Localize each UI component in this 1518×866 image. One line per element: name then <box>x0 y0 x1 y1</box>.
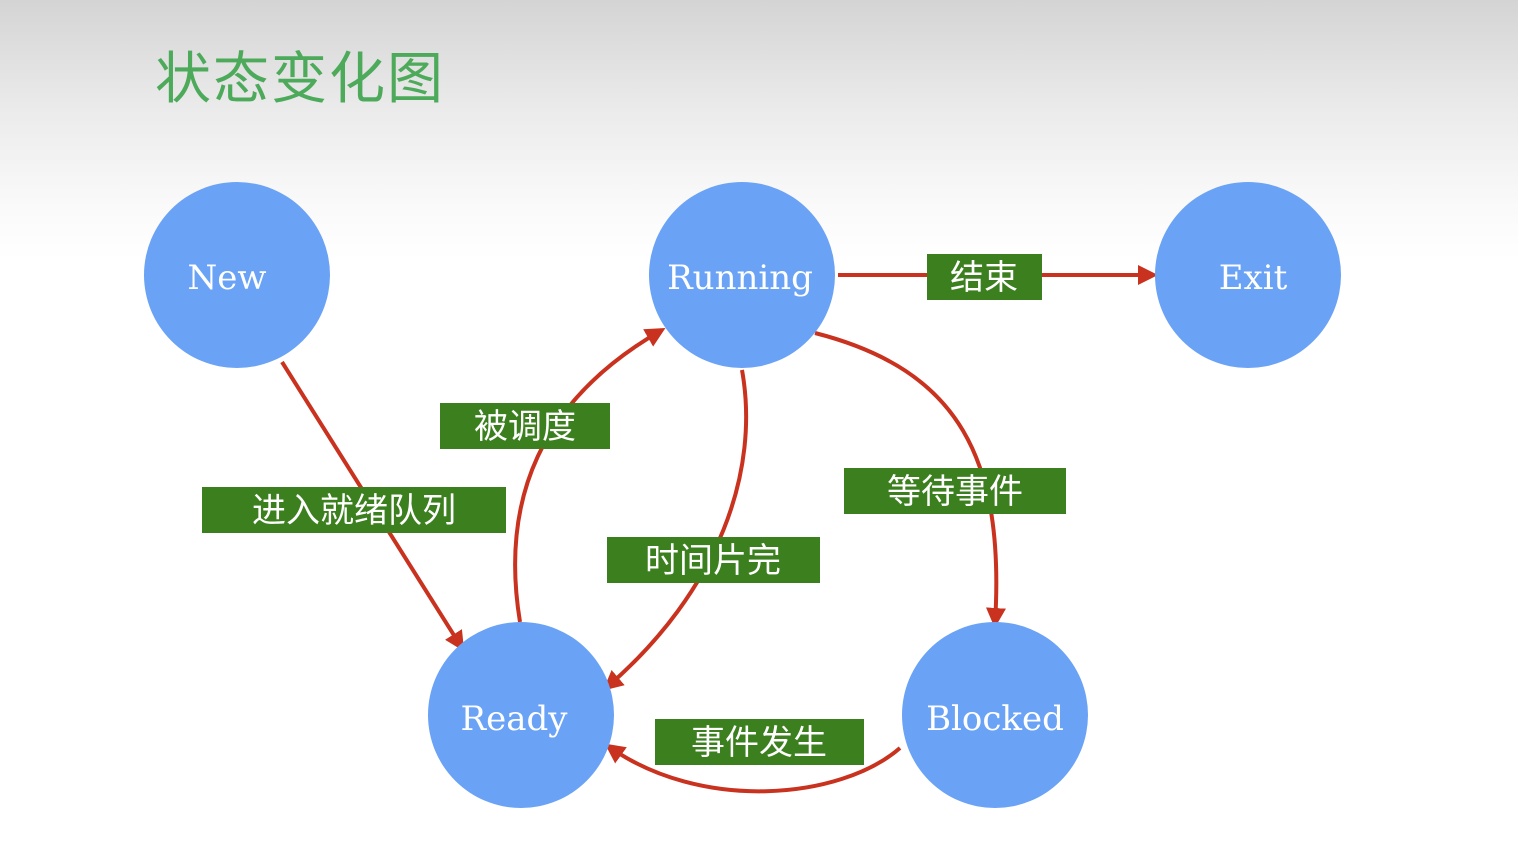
state-node-running: Running <box>649 182 835 368</box>
state-node-blocked: Blocked <box>902 622 1088 808</box>
edge-running-to-blocked <box>814 331 1006 628</box>
page-title: 状态变化图 <box>155 47 445 112</box>
edge-label-new-to-ready-text: 进入就绪队列 <box>252 491 456 531</box>
state-label-new: New <box>188 258 267 298</box>
edge-label-running-to-ready: 时间片完 <box>607 537 820 583</box>
edge-label-new-to-ready: 进入就绪队列 <box>202 487 506 533</box>
edge-label-running-to-blocked: 等待事件 <box>844 468 1066 514</box>
state-label-blocked: Blocked <box>926 699 1064 739</box>
state-label-exit: Exit <box>1219 258 1288 298</box>
edge-label-running-to-exit-text: 结束 <box>950 258 1018 298</box>
edge-label-running-to-blocked-text: 等待事件 <box>887 472 1023 512</box>
edge-label-running-to-ready-text: 时间片完 <box>645 541 781 581</box>
edge-ready-to-running <box>513 328 666 623</box>
state-node-ready: Ready <box>428 622 614 808</box>
edge-label-running-to-exit: 结束 <box>927 254 1042 300</box>
edge-label-ready-to-running: 被调度 <box>440 403 610 449</box>
state-node-new: New <box>144 182 330 368</box>
edge-blocked-to-ready <box>604 743 902 794</box>
state-label-ready: Ready <box>461 699 569 739</box>
state-node-exit: Exit <box>1155 182 1341 368</box>
edge-label-blocked-to-ready-text: 事件发生 <box>691 723 827 763</box>
state-label-running: Running <box>667 258 813 298</box>
edge-label-ready-to-running-text: 被调度 <box>474 407 576 447</box>
edge-label-blocked-to-ready: 事件发生 <box>655 719 864 765</box>
edge-running-to-ready <box>602 369 749 691</box>
